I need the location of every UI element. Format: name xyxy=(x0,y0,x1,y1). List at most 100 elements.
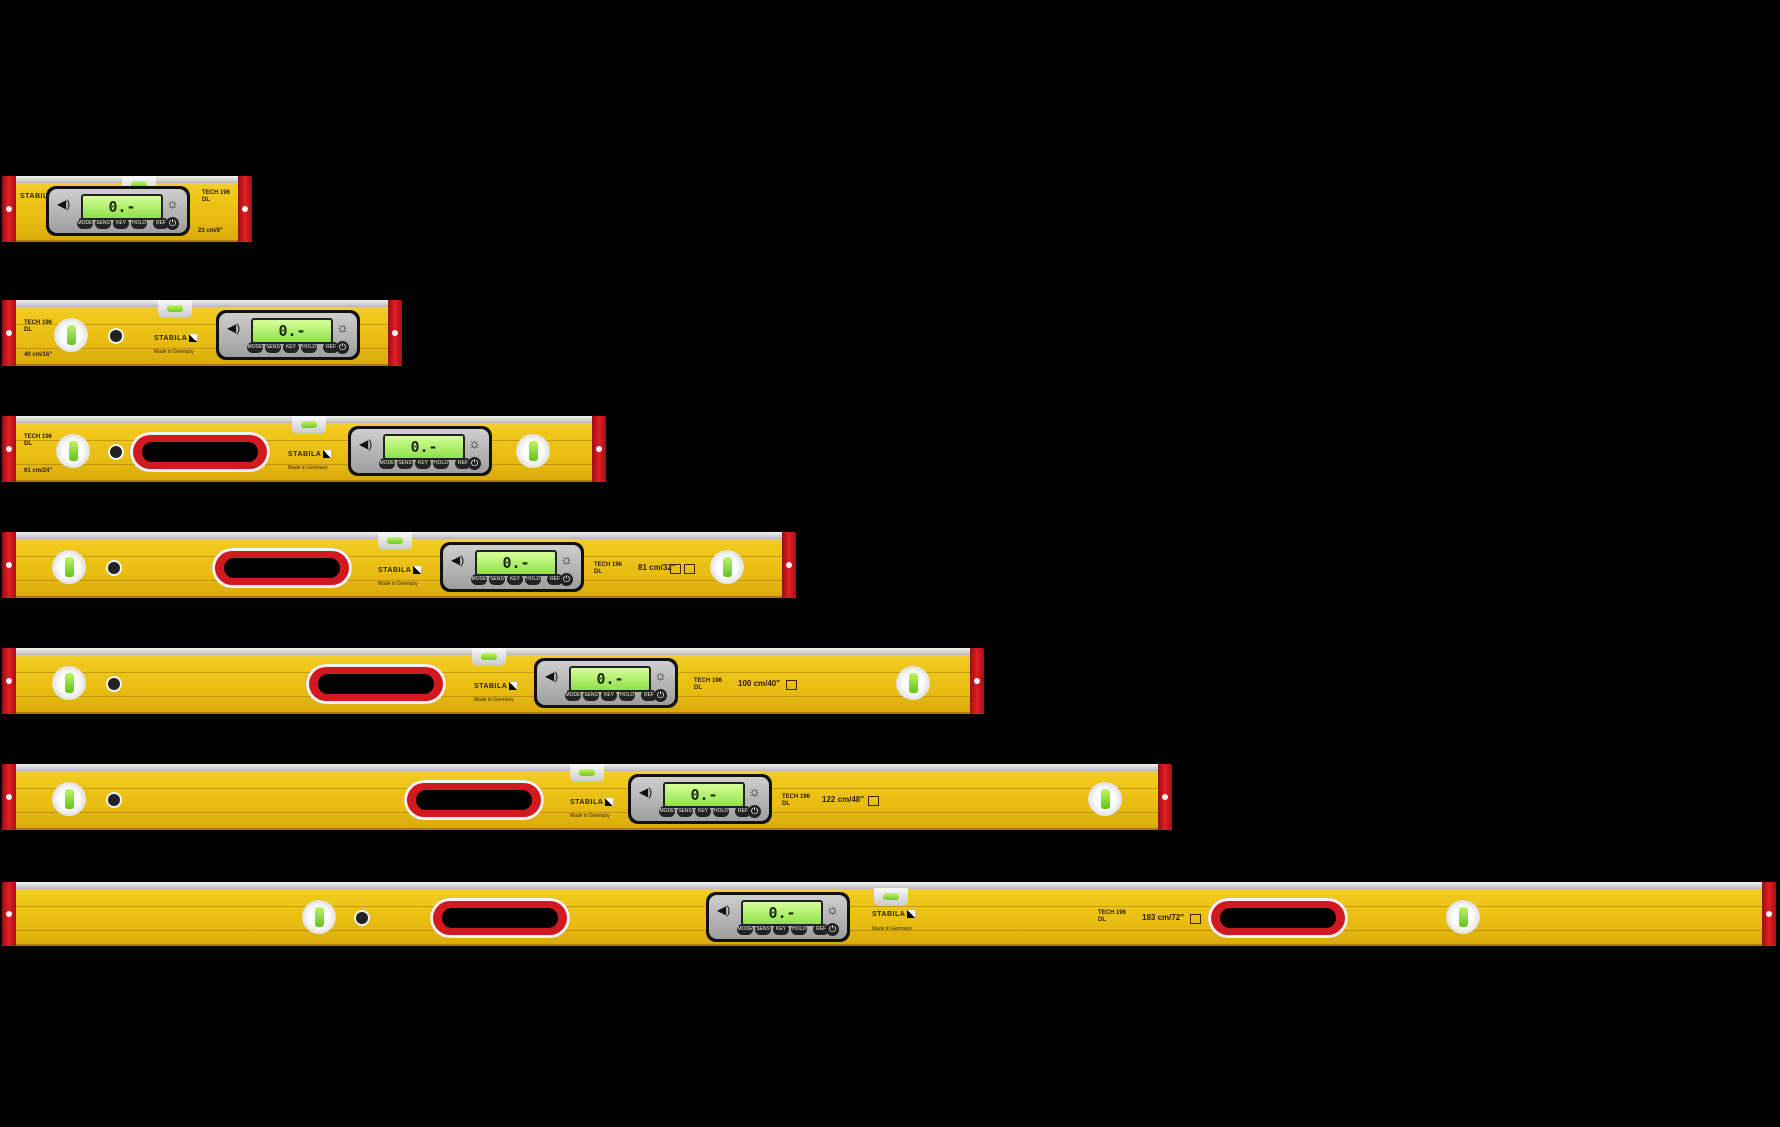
backlight-icon[interactable]: ☼ xyxy=(166,195,179,211)
plumb-vial xyxy=(874,888,908,906)
ref-button[interactable]: REF xyxy=(641,690,657,701)
certification-badge xyxy=(868,796,879,806)
mode-button[interactable]: MODE xyxy=(659,806,675,817)
lcd-readout: 0.- xyxy=(81,194,163,220)
grip-handle[interactable] xyxy=(1208,898,1348,938)
backlight-icon[interactable]: ☼ xyxy=(336,319,349,335)
mode-button[interactable]: MODE xyxy=(77,218,93,229)
key-button[interactable]: KEY xyxy=(601,690,617,701)
power-icon[interactable]: ⏻ xyxy=(166,217,179,230)
vial xyxy=(1088,782,1122,816)
sens-button[interactable]: SENS xyxy=(397,458,413,469)
end-cap-left xyxy=(2,416,16,482)
end-cap-right xyxy=(1158,764,1172,830)
sens-button[interactable]: SENS xyxy=(95,218,111,229)
model-label: TECH 196 DL xyxy=(24,320,53,333)
key-button[interactable]: KEY xyxy=(113,218,129,229)
sens-button[interactable]: SENS xyxy=(583,690,599,701)
grip-handle[interactable] xyxy=(306,664,446,704)
end-cap-left xyxy=(2,176,16,242)
ref-button[interactable]: REF xyxy=(455,458,471,469)
end-cap-right xyxy=(592,416,606,482)
grip-handle[interactable] xyxy=(130,432,270,472)
vial xyxy=(710,550,744,584)
hold-button[interactable]: HOLD xyxy=(433,458,449,469)
vial xyxy=(52,550,86,584)
ref-button[interactable]: REF xyxy=(153,218,169,229)
hold-button[interactable]: HOLD xyxy=(131,218,147,229)
level-81cm: STABILA Made in Germany ◀) 0.- ☼ MODE SE… xyxy=(2,532,796,598)
key-button[interactable]: KEY xyxy=(507,574,523,585)
power-icon[interactable]: ⏻ xyxy=(336,341,349,354)
grip-handle[interactable] xyxy=(430,898,570,938)
backlight-icon[interactable]: ☼ xyxy=(826,901,839,917)
end-cap-right xyxy=(970,648,984,714)
end-cap-left xyxy=(2,300,16,366)
size-label: 61 cm/24" xyxy=(24,468,53,474)
hold-button[interactable]: HOLD xyxy=(713,806,729,817)
hold-button[interactable]: HOLD xyxy=(619,690,635,701)
power-icon[interactable]: ⏻ xyxy=(654,689,667,702)
lcd-readout: 0.- xyxy=(383,434,465,460)
vial xyxy=(896,666,930,700)
made-in-label: Made in Germany xyxy=(570,813,610,819)
ref-button[interactable]: REF xyxy=(813,924,829,935)
speaker-icon[interactable]: ◀) xyxy=(57,197,71,211)
backlight-icon[interactable]: ☼ xyxy=(560,551,573,567)
size-label: 122 cm/48" xyxy=(822,795,865,804)
backlight-icon[interactable]: ☼ xyxy=(468,435,481,451)
hold-button[interactable]: HOLD xyxy=(301,342,317,353)
backlight-icon[interactable]: ☼ xyxy=(748,783,761,799)
certification-badge xyxy=(684,564,695,574)
certification-badge xyxy=(786,680,797,690)
speaker-icon[interactable]: ◀) xyxy=(717,903,731,917)
ref-button[interactable]: REF xyxy=(323,342,339,353)
lcd-readout: 0.- xyxy=(741,900,823,926)
key-button[interactable]: KEY xyxy=(695,806,711,817)
key-button[interactable]: KEY xyxy=(773,924,789,935)
hang-hole xyxy=(108,678,120,690)
grip-handle[interactable] xyxy=(404,780,544,820)
vial xyxy=(302,900,336,934)
mode-button[interactable]: MODE xyxy=(737,924,753,935)
speaker-icon[interactable]: ◀) xyxy=(639,785,653,799)
hang-hole xyxy=(108,562,120,574)
model-label: TECH 196 DL xyxy=(694,678,723,691)
speaker-icon[interactable]: ◀) xyxy=(545,669,559,683)
size-label: 100 cm/40" xyxy=(738,679,781,688)
power-icon[interactable]: ⏻ xyxy=(468,457,481,470)
mode-button[interactable]: MODE xyxy=(471,574,487,585)
sens-button[interactable]: SENS xyxy=(265,342,281,353)
level-40cm: TECH 196 DL 40 cm/16" STABILA Made in Ge… xyxy=(2,300,402,366)
backlight-icon[interactable]: ☼ xyxy=(654,667,667,683)
hold-button[interactable]: HOLD xyxy=(791,924,807,935)
sens-button[interactable]: SENS xyxy=(755,924,771,935)
key-button[interactable]: KEY xyxy=(415,458,431,469)
speaker-icon[interactable]: ◀) xyxy=(227,321,241,335)
grip-handle[interactable] xyxy=(212,548,352,588)
mode-button[interactable]: MODE xyxy=(565,690,581,701)
plumb-vial xyxy=(292,416,326,434)
power-icon[interactable]: ⏻ xyxy=(826,923,839,936)
vial xyxy=(52,666,86,700)
sens-button[interactable]: SENS xyxy=(677,806,693,817)
level-100cm: STABILA Made in Germany ◀) 0.- ☼ MODE SE… xyxy=(2,648,984,714)
made-in-label: Made in Germany xyxy=(872,926,912,932)
made-in-label: Made in Germany xyxy=(378,581,418,587)
power-icon[interactable]: ⏻ xyxy=(748,805,761,818)
level-122cm: STABILA Made in Germany ◀) 0.- ☼ MODE SE… xyxy=(2,764,1172,830)
mode-button[interactable]: MODE xyxy=(247,342,263,353)
plumb-vial xyxy=(472,648,506,666)
key-button[interactable]: KEY xyxy=(283,342,299,353)
brand-logo: STABILA xyxy=(570,798,614,806)
speaker-icon[interactable]: ◀) xyxy=(359,437,373,451)
ref-button[interactable]: REF xyxy=(735,806,751,817)
mode-button[interactable]: MODE xyxy=(379,458,395,469)
hold-button[interactable]: HOLD xyxy=(525,574,541,585)
power-icon[interactable]: ⏻ xyxy=(560,573,573,586)
vial xyxy=(56,434,90,468)
digital-display-panel: ◀) 0.- ☼ MODE SENS KEY HOLD REF ⏻ xyxy=(534,658,678,708)
speaker-icon[interactable]: ◀) xyxy=(451,553,465,567)
sens-button[interactable]: SENS xyxy=(489,574,505,585)
ref-button[interactable]: REF xyxy=(547,574,563,585)
